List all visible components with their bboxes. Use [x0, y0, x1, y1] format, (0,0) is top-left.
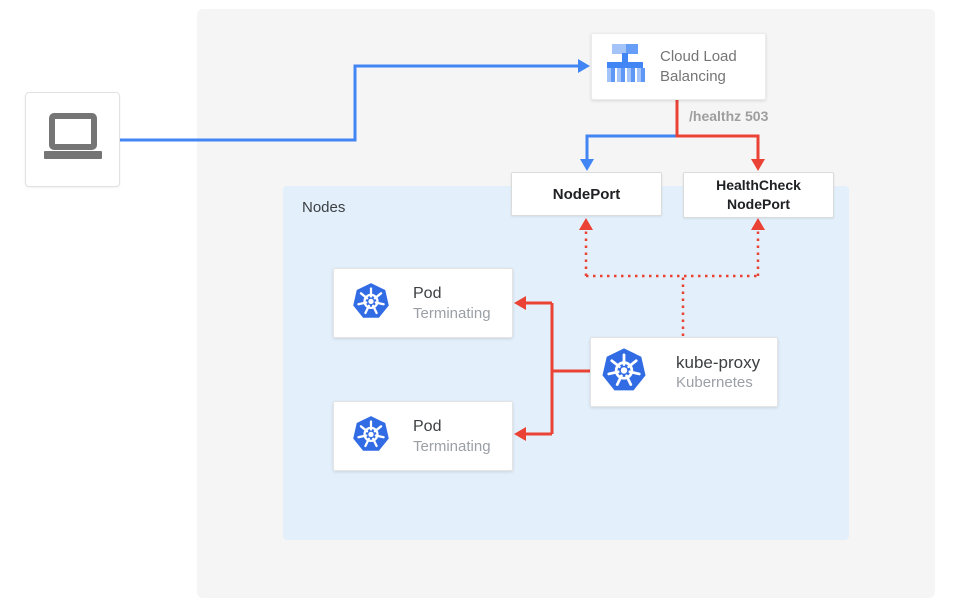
kubernetes-icon: [352, 415, 390, 458]
pod-status: Terminating: [413, 437, 491, 455]
nodes-group-label: Nodes: [302, 199, 346, 216]
connector-kubeproxy-to-nodeports-dotted: [584, 230, 760, 336]
pod-title: Pod: [413, 417, 442, 435]
kube-proxy-labels: kube-proxy Kubernetes: [676, 352, 760, 393]
arrowhead-kubeproxy-to-pod2: [514, 427, 526, 441]
arrowhead-kubeproxy-to-pod1: [514, 296, 526, 310]
pod-labels: Pod Terminating: [413, 416, 491, 457]
cloud-load-balancing-icon: [601, 41, 649, 92]
cloud-load-balancing-label: Cloud Load Balancing: [660, 47, 737, 85]
kubernetes-icon: [601, 347, 647, 398]
nodeport-label: NodePort: [552, 185, 621, 203]
healthcheck-nodeport-label: HealthCheck NodePort: [716, 177, 801, 212]
connector-clb-to-healthcheck: [675, 100, 760, 160]
arrowhead-client-to-clb: [578, 59, 590, 73]
pod-status: Terminating: [413, 304, 491, 322]
kube-proxy-node: kube-proxy Kubernetes: [590, 337, 778, 407]
healthcheck-nodeport-node: HealthCheck NodePort: [683, 172, 834, 218]
arrowhead-kubeproxy-to-healthcheck: [751, 218, 765, 230]
pod-labels: Pod Terminating: [413, 283, 491, 324]
connector-kubeproxy-to-pods: [526, 301, 590, 436]
pod-node-1: Pod Terminating: [333, 268, 513, 338]
kubernetes-icon: [352, 282, 390, 325]
kube-proxy-subtitle: Kubernetes: [676, 373, 753, 391]
kube-proxy-title: kube-proxy: [676, 352, 761, 372]
cloud-load-balancing-node: Cloud Load Balancing: [591, 33, 766, 100]
nodeport-node: NodePort: [511, 172, 662, 216]
laptop-icon: [41, 110, 105, 169]
arrowhead-clb-to-healthcheck: [751, 159, 765, 171]
pod-node-2: Pod Terminating: [333, 401, 513, 471]
healthz-status-label: /healthz 503: [689, 108, 769, 124]
arrowhead-clb-to-nodeport: [580, 159, 594, 171]
connector-clb-to-nodeport: [585, 134, 676, 160]
client-node: [25, 92, 120, 187]
pod-title: Pod: [413, 284, 442, 302]
connector-client-to-clb: [120, 64, 578, 142]
arrowhead-kubeproxy-to-nodeport: [579, 218, 593, 230]
